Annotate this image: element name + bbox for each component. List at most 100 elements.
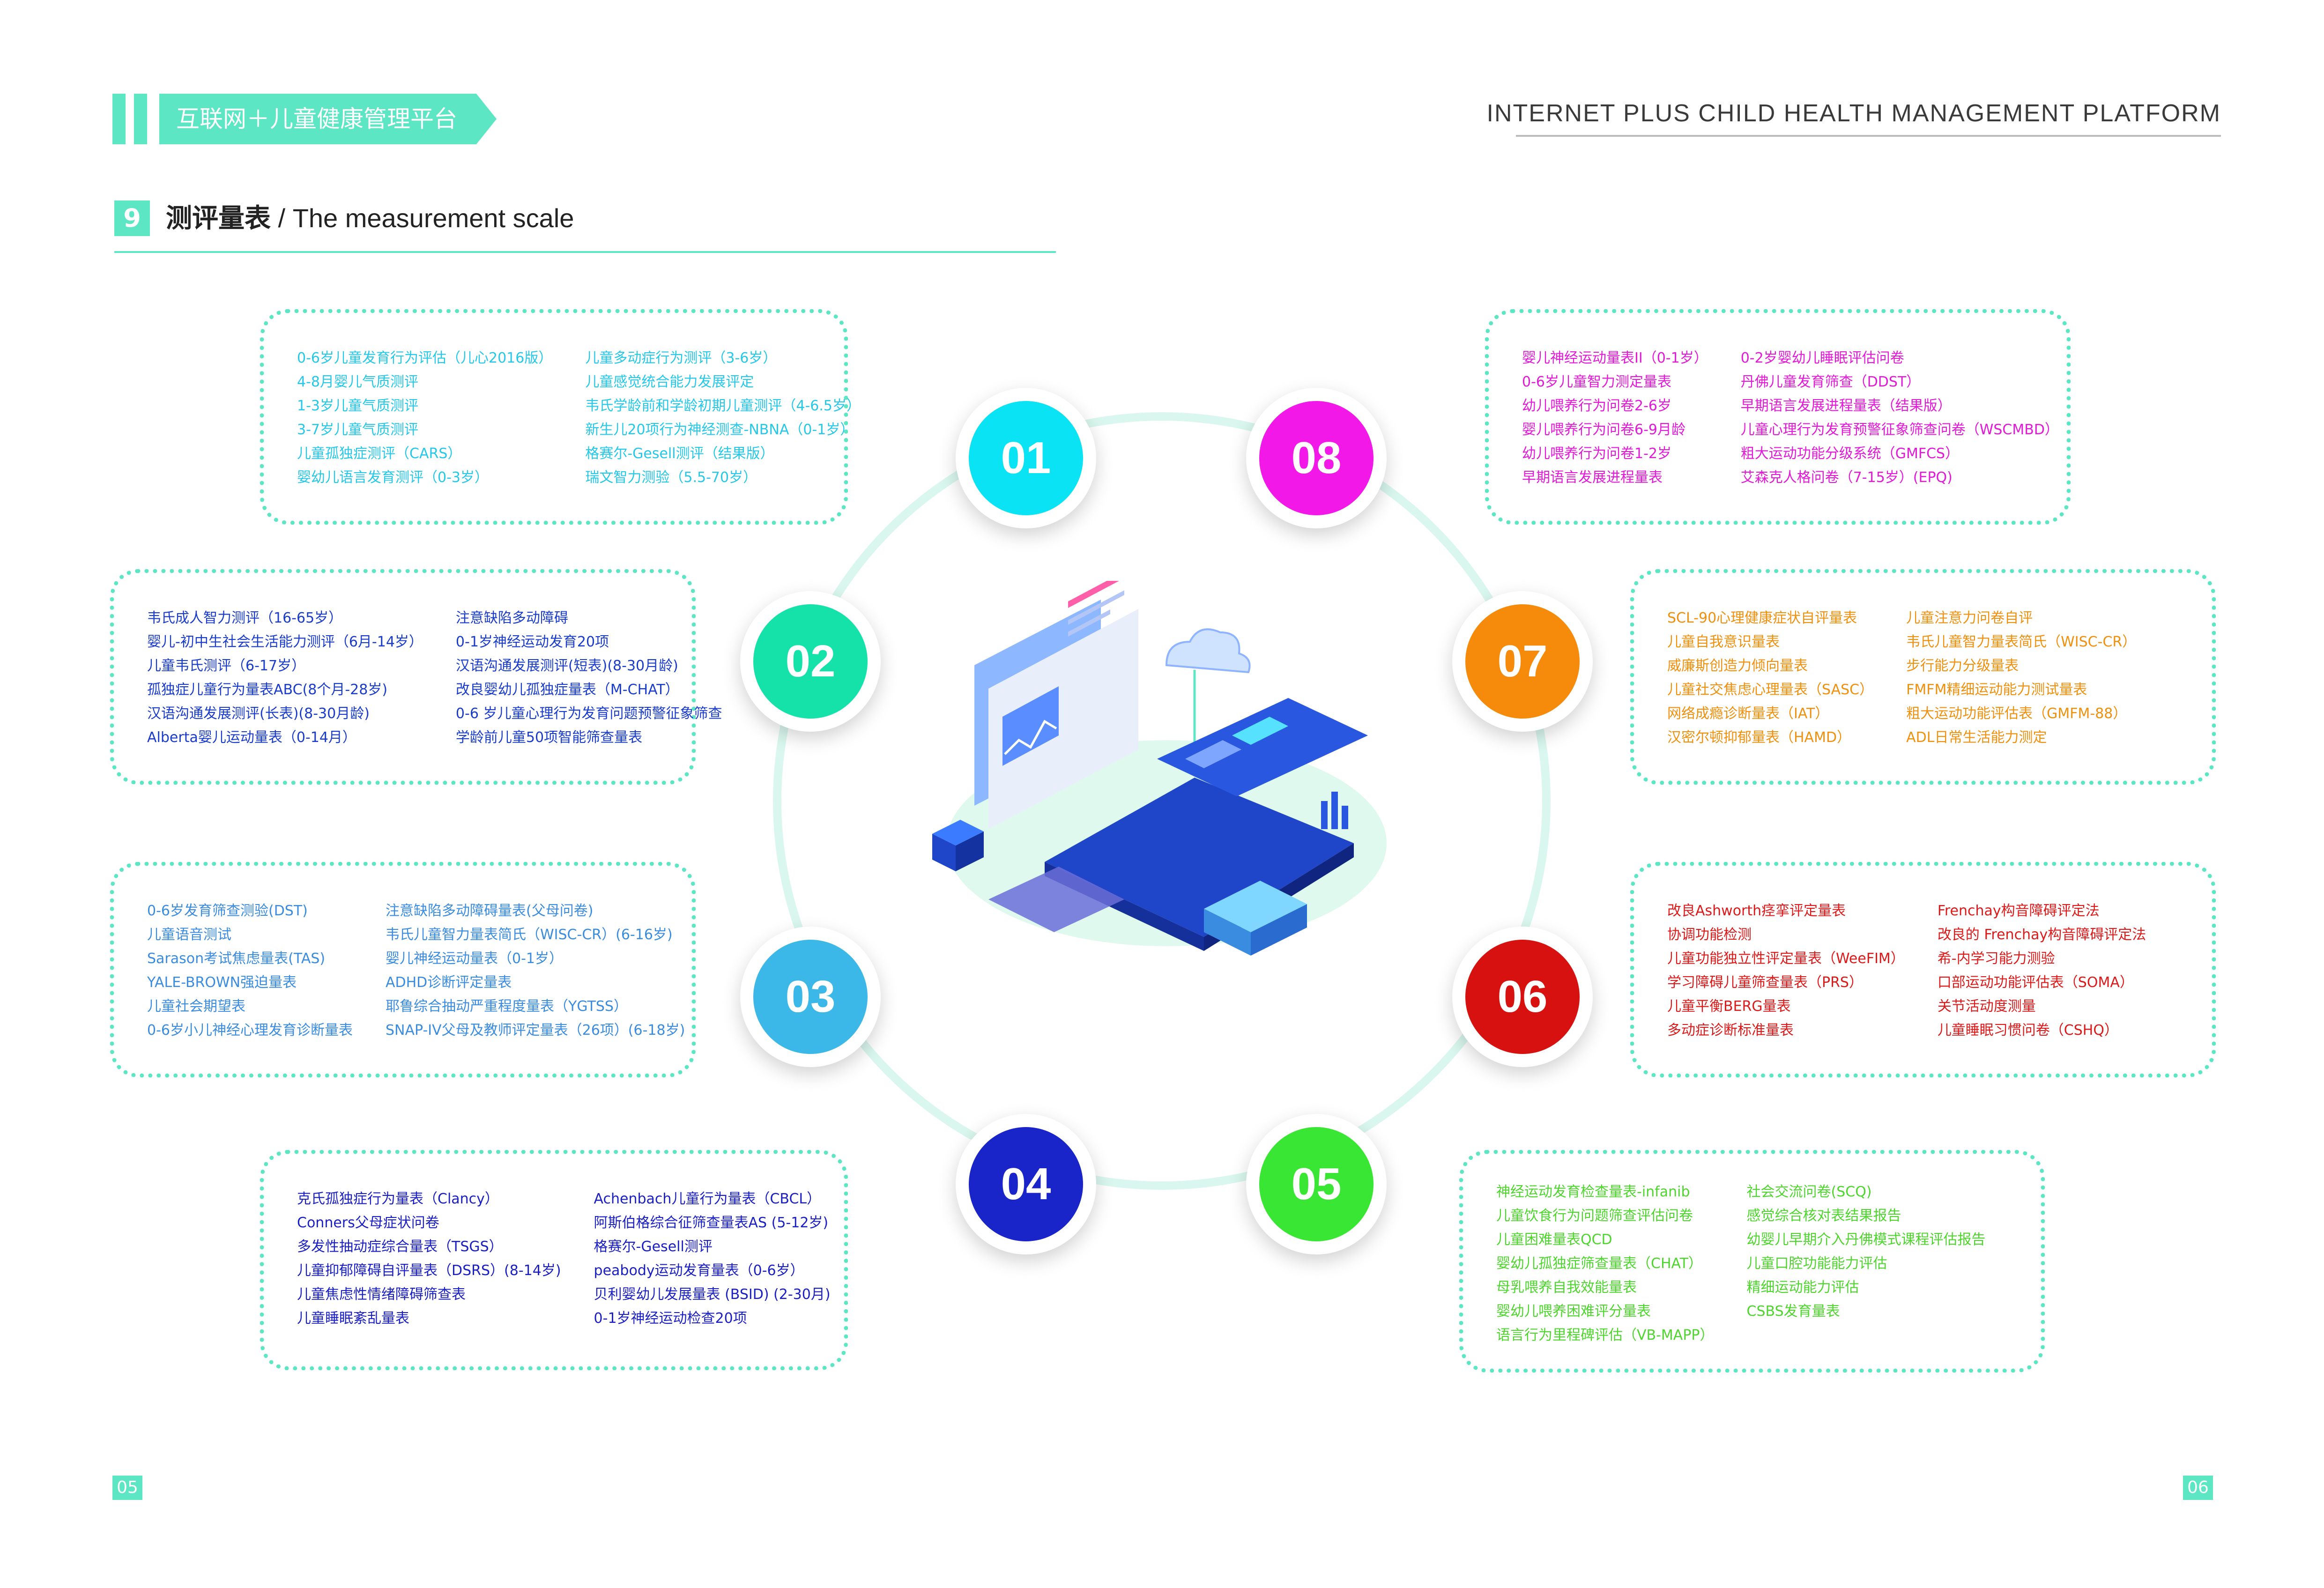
scale-item: 学龄前儿童50项智能筛查量表 [455,729,643,746]
scale-item: 感觉综合核对表结果报告 [1746,1208,1901,1224]
scale-item: Alberta婴儿运动量表（0-14月） [147,729,356,746]
scale-item: 婴幼儿语言发育测评（0-3岁） [297,469,489,486]
scale-item: 儿童注意力问卷自评 [1906,610,2033,626]
scale-item: 3-7岁儿童气质测评 [297,422,418,438]
scale-item: 注意缺陷多动障碍量表(父母问卷) [386,903,594,919]
scale-item: 儿童饮食行为问题筛查评估问卷 [1496,1208,1693,1224]
scale-item: 贝利婴幼儿发展量表 (BSID) (2-30月) [594,1286,831,1303]
floating-panel-tile [1185,740,1241,768]
scale-box-01-col2: 儿童多动症行为测评（3-6岁）儿童感觉统合能力发展评定韦氏学龄前和学龄初期儿童测… [585,346,861,490]
scale-item: 瑞文智力测验（5.5-70岁） [585,469,757,486]
node-01: 01 [956,388,1096,528]
scale-box-06: 改良Ashworth痉挛评定量表协调功能检测儿童功能独立性评定量表（WeeFIM… [1630,862,2216,1077]
scale-item: ADL日常生活能力测定 [1906,729,2047,746]
scale-box-06-col1: 改良Ashworth痉挛评定量表协调功能检测儿童功能独立性评定量表（WeeFIM… [1667,899,1905,1042]
scale-item: 儿童抑郁障碍自评量表（DSRS）(8-14岁) [297,1262,561,1279]
scale-item: 儿童感觉统合能力发展评定 [585,374,754,390]
scale-item: 婴幼儿喂养困难评分量表 [1496,1303,1651,1320]
scale-item: 丹佛儿童发育筛查（DDST） [1740,374,1921,390]
scale-item: 儿童语音测试 [147,927,231,943]
scale-item: 韦氏儿童智力量表简氏（WISC-CR）(6-16岁) [386,927,673,943]
section-title: 测评量表 / The measurement scale [166,200,574,236]
scale-item: 粗大运动功能分级系统（GMFCS） [1740,445,1960,462]
scale-item: 儿童心理行为发育预警征象筛查问卷（WSCMBD） [1740,422,2059,438]
node-07: 07 [1452,591,1593,732]
scale-item: 神经运动发育检查量表-infanib [1496,1184,1690,1200]
scale-item: 0-1岁神经运动检查20项 [594,1310,747,1327]
scale-item: 多动症诊断标准量表 [1667,1022,1794,1039]
scale-box-02-col1: 韦氏成人智力测评（16-65岁）婴儿-初中生社会生活能力测评（6月-14岁）儿童… [147,606,423,749]
scale-item: 早期语言发展进程量表（结果版） [1740,398,1952,414]
scale-box-02: 韦氏成人智力测评（16-65岁）婴儿-初中生社会生活能力测评（6月-14岁）儿童… [110,569,722,785]
scale-box-04: 克氏孤独症行为量表（Clancy）Conners父母症状问卷多发性抽动症综合量表… [260,1150,848,1370]
scale-item: 婴儿-初中生社会生活能力测评（6月-14岁） [147,634,423,650]
scale-item: 孤独症儿童行为量表ABC(8个月-28岁) [147,682,388,698]
scale-item: ADHD诊断评定量表 [386,974,512,991]
scale-item: 0-6岁儿童发育行为评估（儿心2016版） [297,350,553,366]
cube-left [956,831,984,871]
header-accent-bar [112,94,126,144]
floating-panel-tile [1232,717,1288,745]
scale-item: 0-6岁儿童智力测定量表 [1522,374,1671,390]
node-02-label: 02 [753,604,868,719]
scale-item: 儿童功能独立性评定量表（WeeFIM） [1667,950,1905,967]
monitor-chart-line [1004,720,1057,755]
node-08-label: 08 [1259,401,1374,515]
scale-item: Conners父母症状问卷 [297,1215,439,1231]
monitor-pink-bar [1068,581,1120,608]
scale-item: Sarason考试焦虑量表(TAS) [147,950,326,967]
scale-item: 步行能力分级量表 [1906,658,2019,674]
scale-item: Achenbach儿童行为量表（CBCL） [594,1191,821,1207]
scale-item: 儿童焦虑性情绪障碍筛查表 [297,1286,466,1303]
scale-item: CSBS发育量表 [1746,1303,1840,1320]
scale-item: 婴儿喂养行为问卷6-9月龄 [1522,422,1685,438]
scale-item: 学习障碍儿童筛查量表（PRS） [1667,974,1863,991]
scale-item: 儿童平衡BERG量表 [1667,998,1791,1015]
scale-item: SNAP-IV父母及教师评定量表（26项）(6-18岁) [386,1022,685,1039]
monitor-text-bar [1068,609,1110,637]
scale-item: 多发性抽动症综合量表（TSGS） [297,1239,503,1255]
node-05: 05 [1246,1114,1387,1254]
section-title-en: The measurement scale [292,203,574,233]
server-rack-side [1204,909,1251,956]
scale-item: 母乳喂养自我效能量表 [1496,1279,1637,1296]
monitor-front [988,609,1138,829]
scale-item: 口部运动功能评估表（SOMA） [1937,974,2134,991]
scale-item: Frenchay构音障碍评定法 [1937,903,2100,919]
platform-illustration [932,581,1387,956]
mini-bar-chart-bar [1321,801,1328,829]
header-accent-bar [134,94,147,144]
scale-item: 汉语沟通发展测评(长表)(8-30月龄) [147,705,370,722]
scale-item: 早期语言发展进程量表 [1522,469,1663,486]
node-02: 02 [740,591,881,732]
scale-item: 耶鲁综合抽动严重程度量表（YGTSS） [386,998,628,1015]
node-03-label: 03 [753,940,868,1054]
scale-item: 婴儿神经运动量表（0-1岁） [386,950,563,967]
cloud-icon [1165,628,1251,674]
scale-box-08-col2: 0-2岁婴幼儿睡眠评估问卷丹佛儿童发育筛查（DDST）早期语言发展进程量表（结果… [1741,346,2059,490]
scale-item: 儿童孤独症测评（CARS） [297,445,462,462]
scale-item: 改良婴幼儿孤独症量表（M-CHAT） [455,682,679,698]
header-title-cn: 互联网＋儿童健康管理平台 [159,94,497,144]
scale-item: 韦氏学龄前和学龄初期儿童测评（4-6.5岁） [585,398,861,414]
scale-item: 注意缺陷多动障碍 [455,610,568,626]
scale-item: 新生儿20项行为神经测查-NBNA（0-1岁） [585,422,854,438]
scale-item: 幼儿喂养行为问卷2-6岁 [1522,398,1671,414]
section-title-separator: / [271,203,293,233]
node-08: 08 [1246,388,1387,528]
scale-item: 改良的 Frenchay构音障碍评定法 [1937,927,2146,943]
scale-item: YALE-BROWN强迫量表 [147,974,297,991]
scale-item: 0-6 岁儿童心理行为发育问题预警征象筛查 [455,705,722,722]
page-number-left: 05 [112,1476,142,1500]
scale-box-04-col2: Achenbach儿童行为量表（CBCL）阿斯伯格综合征筛查量表AS (5-12… [594,1187,831,1330]
scale-box-07: SCL-90心理健康症状自评量表儿童自我意识量表威廉斯创造力倾向量表儿童社交焦虑… [1630,569,2216,785]
scale-item: 婴儿神经运动量表II（0-1岁） [1522,350,1708,366]
scale-item: 艾森克人格问卷（7-15岁）(EPQ) [1740,469,1953,486]
scale-item: 婴幼儿孤独症筛查量表（CHAT） [1496,1255,1703,1272]
scale-box-05-col2: 社会交流问卷(SCQ)感觉综合核对表结果报告幼婴儿早期介入丹佛模式课程评估报告儿… [1747,1180,1986,1347]
